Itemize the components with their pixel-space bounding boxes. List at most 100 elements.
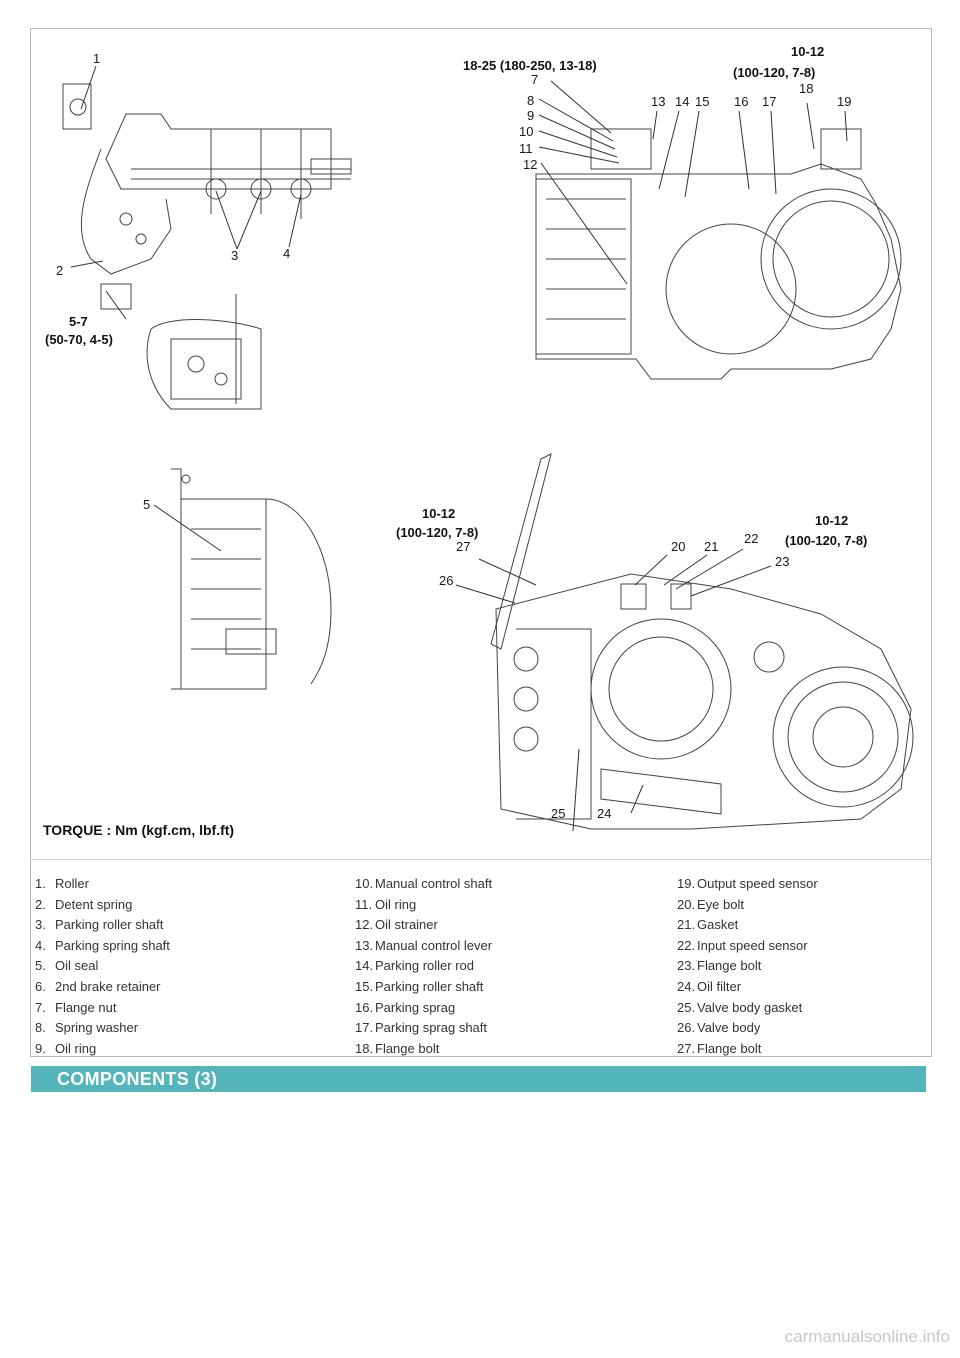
legend-item-name: Spring washer xyxy=(55,1020,139,1036)
callout-20: 20 xyxy=(671,539,685,554)
legend-item-number: 27. xyxy=(677,1040,696,1056)
legend-item-name: Oil seal xyxy=(55,958,99,974)
callout-10: 10 xyxy=(519,124,533,139)
torque-lower-left-line1: 10-12 xyxy=(422,506,455,521)
callout-2: 2 xyxy=(56,263,63,278)
legend-item-number: 17. xyxy=(355,1020,374,1036)
legend-item-number: 20. xyxy=(677,896,696,912)
section-title: COMPONENTS (3) xyxy=(57,1069,218,1089)
legend-item-name: Parking roller rod xyxy=(375,958,474,974)
torque-lower-right-line2: (100-120, 7-8) xyxy=(785,533,867,548)
callout-12: 12 xyxy=(523,157,537,172)
legend-item-number: 7. xyxy=(35,999,46,1015)
legend-item-number: 3. xyxy=(35,917,46,933)
legend-item-number: 26. xyxy=(677,1020,696,1036)
legend-item-name: Output speed sensor xyxy=(697,876,818,891)
torque-lower-left-line2: (100-120, 7-8) xyxy=(396,525,478,540)
legend-item-number: 9. xyxy=(35,1040,46,1056)
legend-item-number: 2. xyxy=(35,896,46,912)
legend-item: 24.Oil filter xyxy=(677,977,818,998)
torque-unit-caption: TORQUE : Nm (kgf.cm, lbf.ft) xyxy=(43,822,234,838)
callout-19: 19 xyxy=(837,94,851,109)
legend-item-name: Valve body xyxy=(697,1020,761,1036)
legend-item-name: Parking roller shaft xyxy=(55,917,164,933)
legend-item-number: 16. xyxy=(355,999,374,1015)
diagram-frame: 1 2 3 4 5 7 8 9 10 11 12 13 14 15 16 17 … xyxy=(30,28,932,861)
legend-item: 19.Output speed sensor xyxy=(677,874,818,895)
legend-item: 18.Flange bolt xyxy=(355,1039,492,1060)
legend-item-number: 23. xyxy=(677,958,696,974)
callout-21: 21 xyxy=(704,539,718,554)
legend-item: 26.Valve body xyxy=(677,1018,818,1039)
callout-numbers: 1 2 3 4 5 7 8 9 10 11 12 13 14 15 16 17 … xyxy=(56,51,851,821)
legend-item: 27.Flange bolt xyxy=(677,1039,818,1060)
legend-item-name: Oil filter xyxy=(697,978,742,994)
legend-item: 2.Detent spring xyxy=(35,895,170,916)
legend-item-number: 8. xyxy=(35,1020,46,1036)
legend-item-number: 10. xyxy=(355,876,374,891)
legend-item: 14.Parking roller rod xyxy=(355,956,492,977)
legend-item: 1. Roller xyxy=(35,874,170,895)
legend-item-name: Flange bolt xyxy=(375,1040,440,1056)
legend-item: 23.Flange bolt xyxy=(677,956,818,977)
legend-item-name: Input speed sensor xyxy=(697,937,808,953)
leader-lines xyxy=(70,65,848,832)
legend-item: 21.Gasket xyxy=(677,915,818,936)
legend-item: 15.Parking roller shaft xyxy=(355,977,492,998)
legend-item: 20.Eye bolt xyxy=(677,895,818,916)
callout-14: 14 xyxy=(675,94,689,109)
torque-top-right-line1: 10-12 xyxy=(791,44,824,59)
legend-item: 22.Input speed sensor xyxy=(677,936,818,957)
exploded-view-diagram: 1 2 3 4 5 7 8 9 10 11 12 13 14 15 16 17 … xyxy=(43,44,914,838)
legend-item: 13.Manual control lever xyxy=(355,936,492,957)
legend-item-name: 2nd brake retainer xyxy=(55,978,161,994)
legend-item-name: Roller xyxy=(55,876,89,891)
legend-item-name: Parking sprag xyxy=(375,999,456,1015)
parking-mechanism-drawing xyxy=(62,83,352,310)
legend-item-number: 21. xyxy=(677,917,696,933)
legend-item-number: 15. xyxy=(355,978,374,994)
callout-13: 13 xyxy=(651,94,665,109)
callout-23: 23 xyxy=(775,554,789,569)
legend-item-number: 18. xyxy=(355,1040,374,1056)
legend-item: 17.Parking sprag shaft xyxy=(355,1018,492,1039)
legend-item-name: Flange bolt xyxy=(697,1040,762,1056)
detent-detail-drawing xyxy=(146,294,262,410)
legend-item-number: 19. xyxy=(677,876,696,891)
torque-18-25: 18-25 (180-250, 13-18) xyxy=(463,58,597,73)
legend-item-name: Oil ring xyxy=(375,896,417,912)
legend-item: 9.Oil ring xyxy=(35,1039,170,1060)
legend-item-number: 4. xyxy=(35,937,46,953)
torque-specs: 5-7 (50-70, 4-5) 18-25 (180-250, 13-18) … xyxy=(45,44,867,548)
callout-8: 8 xyxy=(527,93,534,108)
callout-3: 3 xyxy=(231,248,238,263)
callout-15: 15 xyxy=(695,94,709,109)
callout-26: 26 xyxy=(439,573,453,588)
legend-item: 5. Oil seal xyxy=(35,956,170,977)
callout-16: 16 xyxy=(734,94,748,109)
torque-top-right-line2: (100-120, 7-8) xyxy=(733,65,815,80)
callout-5: 5 xyxy=(143,497,150,512)
callout-9: 9 xyxy=(527,108,534,123)
callout-7: 7 xyxy=(531,72,538,87)
callout-18: 18 xyxy=(799,81,813,96)
legend-item-number: 5. xyxy=(35,958,46,974)
legend-item: 11.Oil ring xyxy=(355,895,492,916)
legend-item-number: 11. xyxy=(355,896,373,912)
legend-item-number: 13. xyxy=(355,937,374,953)
callout-25: 25 xyxy=(551,806,565,821)
legend-item: 8. Spring washer xyxy=(35,1018,170,1039)
legend-item-name: Parking sprag shaft xyxy=(375,1020,488,1036)
legend-item: 3. Parking roller shaft xyxy=(35,915,170,936)
watermark: carmanualsonline.info xyxy=(784,1327,950,1346)
legend-item-name: Manual control shaft xyxy=(375,876,493,891)
legend-item: 7.Flange nut xyxy=(35,998,170,1019)
legend-item-number: 6. xyxy=(35,978,46,994)
legend-item-name: Flange bolt xyxy=(697,958,762,974)
callout-27: 27 xyxy=(456,539,470,554)
legend-item-number: 1. xyxy=(35,876,46,891)
legend-item: 4.Parking spring shaft xyxy=(35,936,170,957)
